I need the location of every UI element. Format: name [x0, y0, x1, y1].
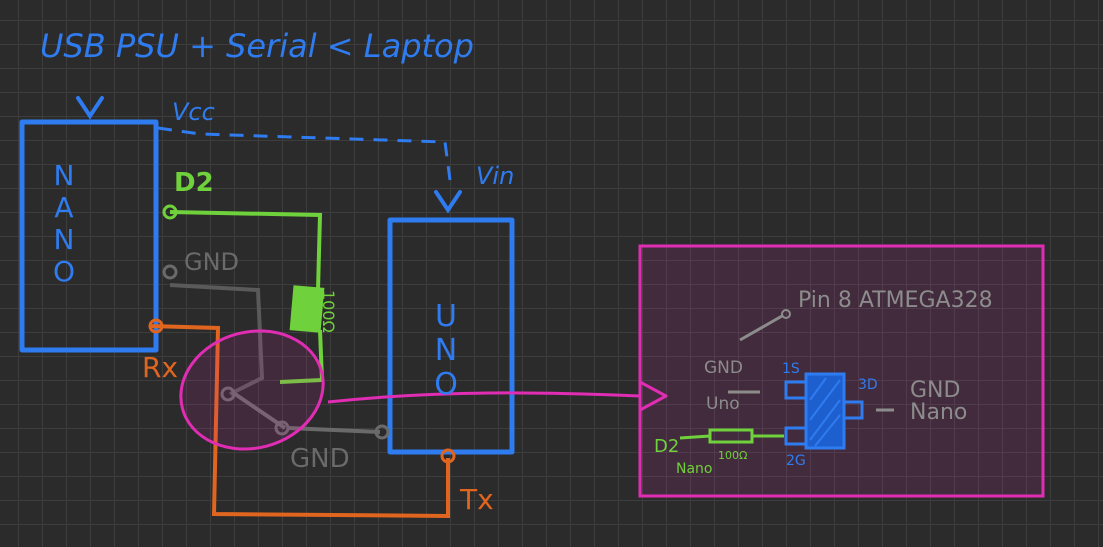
resistor-100ohm [289, 285, 325, 333]
page-title: USB PSU + Serial < Laptop [40, 27, 474, 65]
pin-note-pointer [739, 314, 783, 342]
pin-note-dot [781, 309, 791, 319]
transistor-pin-2-label: 2G [786, 453, 806, 469]
vin-label: Vin [476, 162, 515, 190]
detail-gnd-uno-b: Uno [706, 394, 740, 414]
nano-gnd-wire [169, 283, 265, 396]
detail-d2-b: Nano [676, 461, 713, 477]
uno-gnd-label: GND [290, 444, 350, 474]
transistor-pin-2 [784, 426, 808, 446]
switch-line [230, 390, 287, 430]
transistor-pin-3 [842, 400, 864, 420]
rx-tx-wire [149, 324, 450, 519]
pin-note-label: Pin 8 ATMEGA328 [798, 288, 993, 313]
transistor-pin-1 [784, 380, 808, 400]
uno-gnd-pin [374, 424, 390, 440]
vcc-label: Vcc [172, 98, 215, 126]
tx-label: Tx [460, 483, 494, 516]
detail-resistor [708, 428, 754, 444]
detail-resistor-label: 100Ω [718, 449, 748, 462]
uno-label: UNO [434, 299, 458, 402]
switch-node-a [220, 386, 236, 402]
transistor-pin-1-label: 1S [782, 361, 800, 377]
detail-box [638, 244, 1045, 498]
detail-gnd-nano-b: Nano [910, 400, 968, 425]
nano-board [19, 119, 159, 353]
detail-d2-wire [679, 434, 784, 440]
uno-gnd-wire [287, 426, 381, 434]
nano-label: NANO [52, 159, 76, 288]
detail-d2-a: D2 [654, 436, 680, 457]
tx-pin [440, 448, 456, 464]
rx-label: Rx [142, 351, 179, 384]
d2-label: D2 [174, 168, 214, 198]
nano-vcc-arrow [76, 96, 104, 120]
highlight-circle [179, 329, 325, 451]
d2-pin [162, 204, 178, 220]
nano-gnd-pin [162, 264, 178, 280]
resistor-label: 100Ω [319, 290, 338, 333]
uno-vin-arrow [434, 190, 462, 214]
nano-gnd-label: GND [184, 248, 240, 276]
transistor-hatch [809, 377, 841, 447]
detail-gnd-nano-a: GND [910, 378, 961, 403]
detail-gnd-uno-a: GND [704, 358, 743, 378]
rx-pin [148, 318, 164, 334]
transistor-pin-3-label: 3D [858, 377, 878, 393]
d2-wire [169, 210, 323, 291]
zoom-arrow [327, 391, 641, 404]
